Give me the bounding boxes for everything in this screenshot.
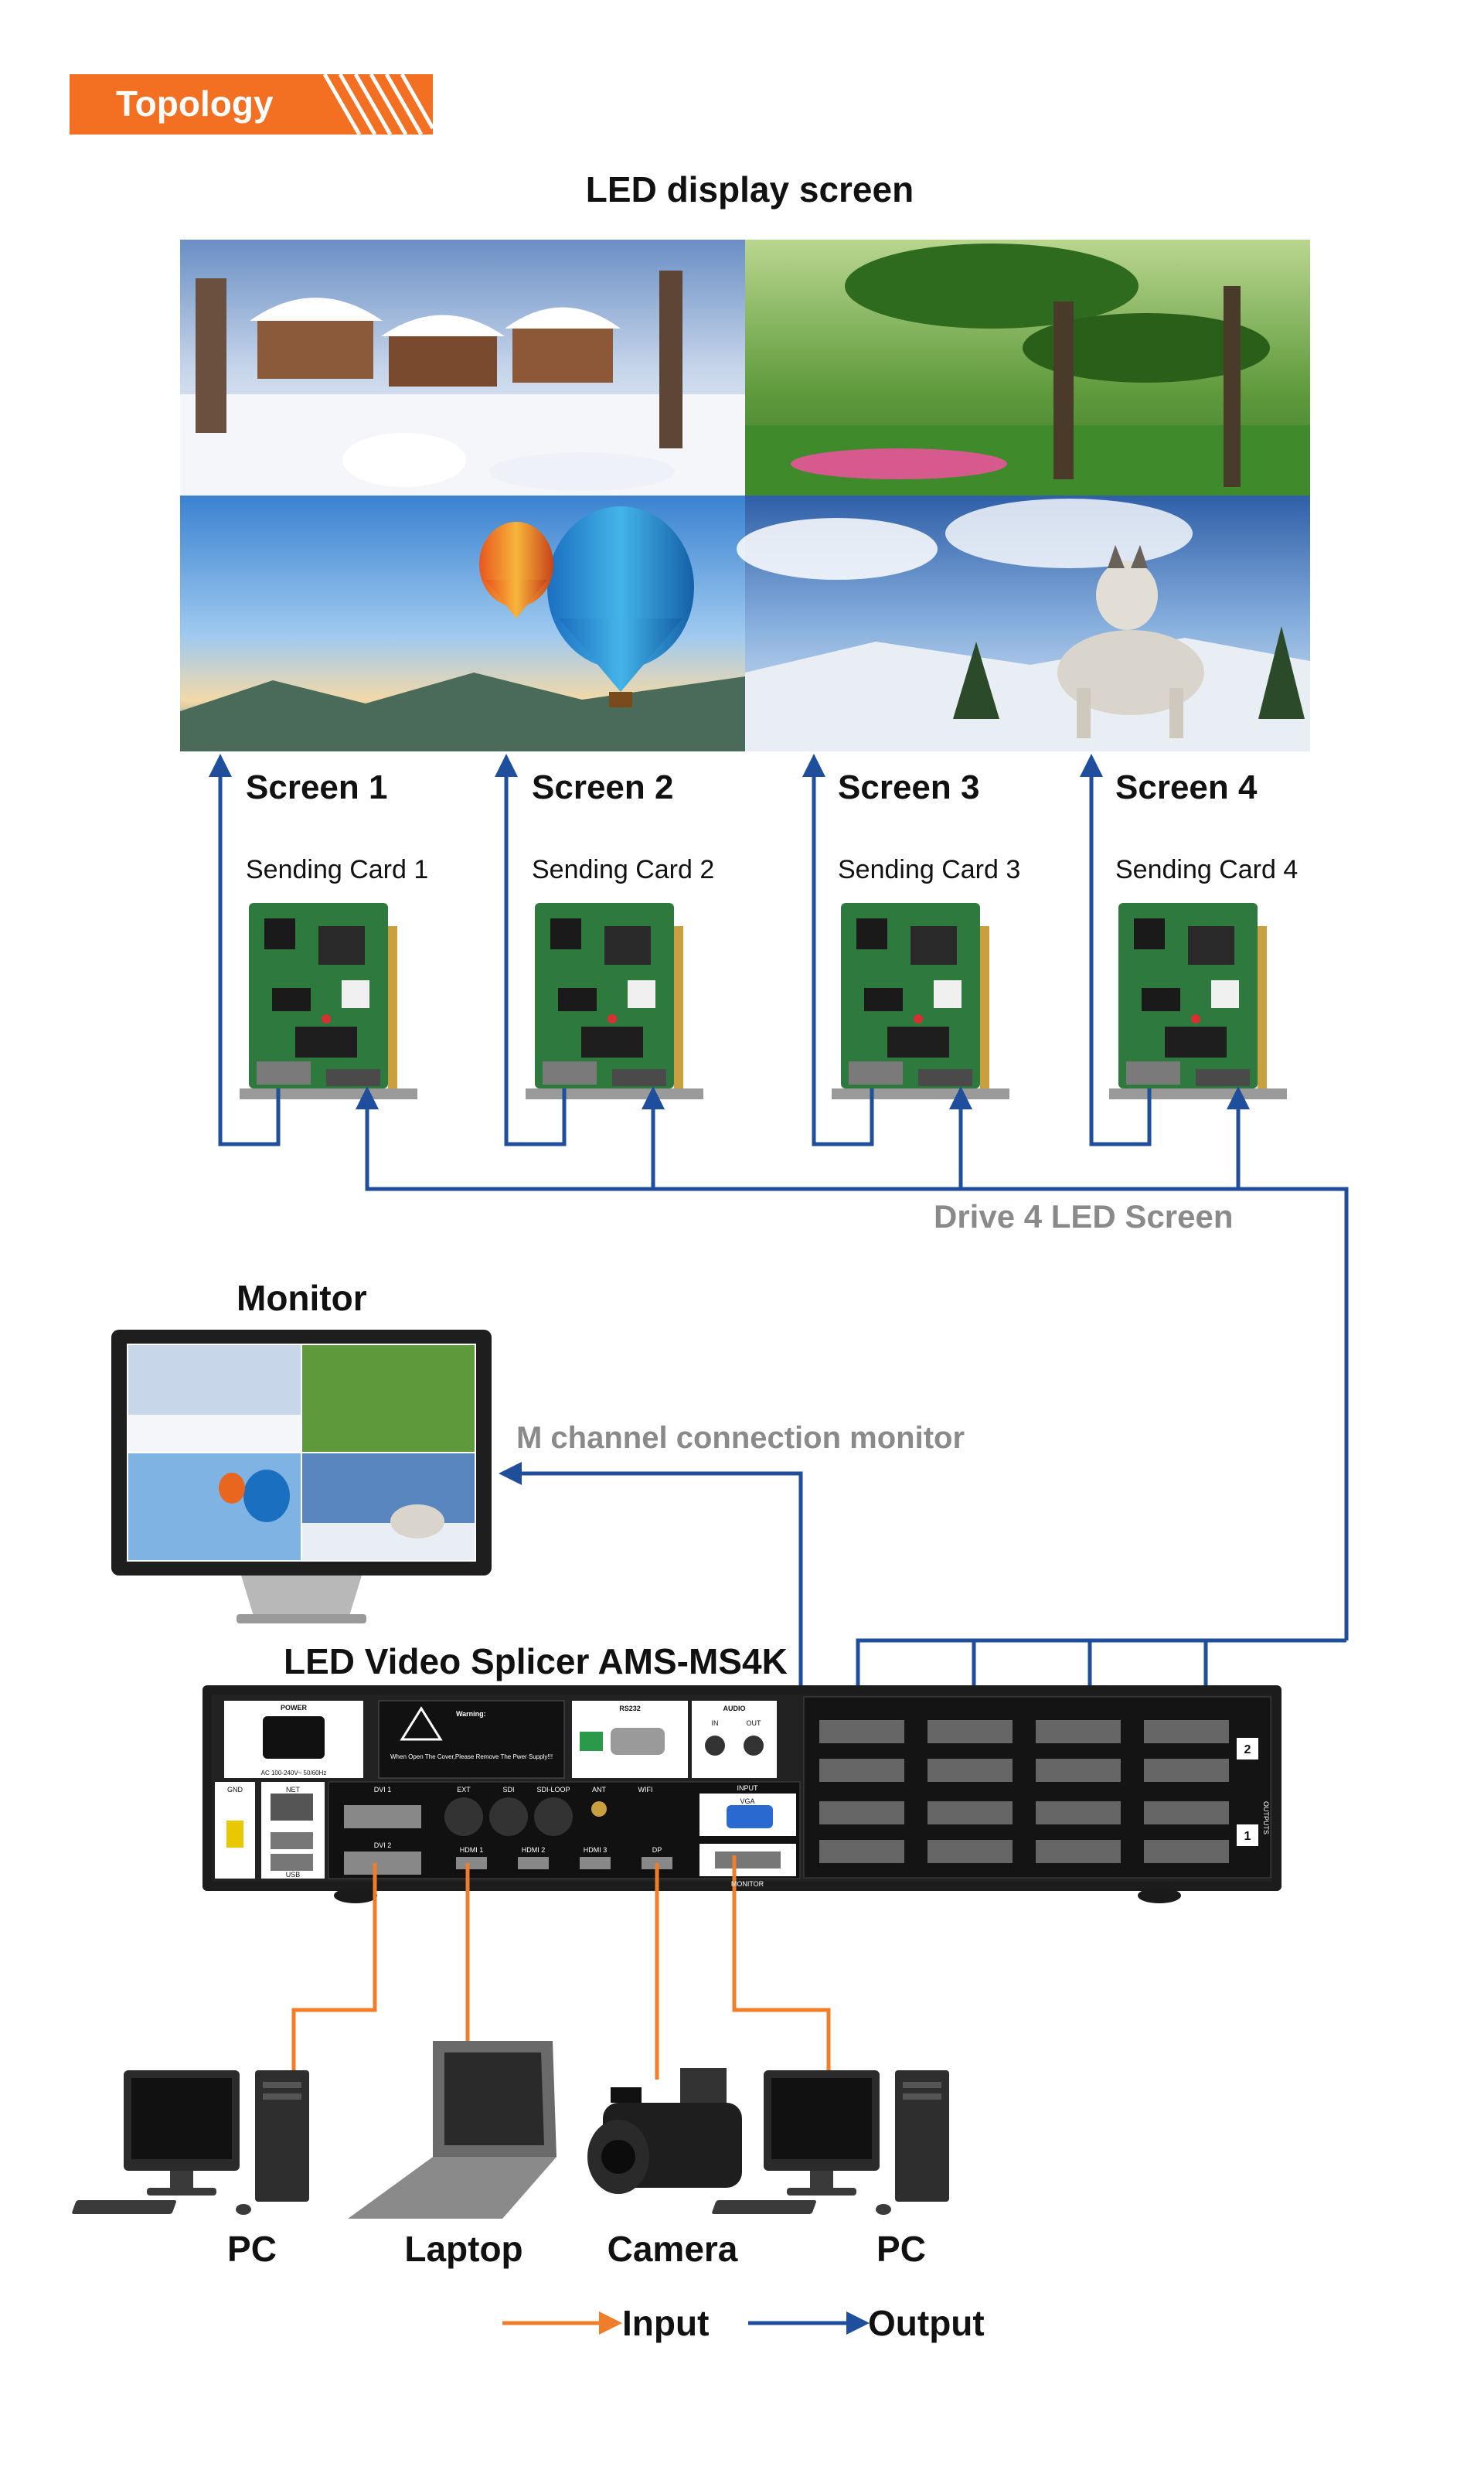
sending-card-1-label: Sending Card 1 bbox=[246, 855, 429, 884]
gnd-label: GND bbox=[227, 1786, 243, 1794]
source-pc-1-label: PC bbox=[227, 2229, 277, 2269]
ac-label: AC 100-240V~ 50/60Hz bbox=[261, 1770, 327, 1777]
port-sdi-loop: SDI-LOOP bbox=[536, 1786, 570, 1794]
audio-label: AUDIO bbox=[723, 1705, 746, 1712]
monitor-graphic bbox=[111, 1330, 492, 1623]
monitor-connection-label: M channel connection monitor bbox=[516, 1421, 965, 1455]
group-number-1: 1 bbox=[1244, 1830, 1251, 1843]
screen-3-label: Screen 3 bbox=[838, 768, 980, 806]
port-hdmi3: HDMI 3 bbox=[584, 1846, 608, 1854]
led-display-title: LED display screen bbox=[585, 169, 914, 210]
splicer-title: LED Video Splicer AMS-MS4K bbox=[284, 1641, 788, 1681]
warning-text: When Open The Cover,Please Remove The Pw… bbox=[390, 1753, 553, 1760]
port-dvi2: DVI 2 bbox=[374, 1841, 392, 1849]
audio-out-label: OUT bbox=[747, 1719, 762, 1727]
drive-label: Drive 4 LED Screen bbox=[934, 1198, 1234, 1235]
camera-graphic bbox=[587, 2068, 742, 2194]
legend-output-label: Output bbox=[868, 2303, 985, 2343]
port-wifi: WIFI bbox=[638, 1786, 653, 1794]
monitor-port-label: MONITOR bbox=[731, 1880, 764, 1888]
laptop-graphic bbox=[348, 2041, 556, 2219]
port-hdmi1: HDMI 1 bbox=[460, 1846, 484, 1854]
panel-husky bbox=[737, 496, 1310, 751]
source-pc-2-label: PC bbox=[876, 2229, 926, 2269]
port-ext: EXT bbox=[457, 1786, 471, 1794]
power-label: POWER bbox=[281, 1704, 308, 1712]
splicer-device bbox=[203, 1685, 1281, 1903]
panel-forest bbox=[745, 240, 1310, 496]
topology-badge bbox=[70, 73, 435, 136]
screen-2-label: Screen 2 bbox=[532, 768, 674, 806]
audio-in-label: IN bbox=[712, 1719, 719, 1727]
topology-label: Topology bbox=[116, 83, 274, 124]
port-dp: DP bbox=[652, 1846, 662, 1854]
screen-4-label: Screen 4 bbox=[1115, 768, 1258, 806]
group-number-2: 2 bbox=[1244, 1743, 1251, 1756]
rs232-label: RS232 bbox=[619, 1705, 641, 1712]
vga-label: VGA bbox=[740, 1797, 754, 1805]
source-laptop-label: Laptop bbox=[404, 2229, 523, 2269]
legend-input-label: Input bbox=[622, 2303, 710, 2343]
badge-stripes bbox=[322, 73, 435, 136]
net-label: NET bbox=[286, 1786, 301, 1794]
port-sdi: SDI bbox=[502, 1786, 514, 1794]
sending-card-2-label: Sending Card 2 bbox=[532, 855, 715, 884]
port-ant: ANT bbox=[592, 1786, 607, 1794]
panel-snow-village bbox=[180, 240, 745, 496]
input-label: INPUT bbox=[737, 1784, 759, 1792]
port-hdmi2: HDMI 2 bbox=[522, 1846, 546, 1854]
source-camera-label: Camera bbox=[607, 2229, 738, 2269]
monitor-title: Monitor bbox=[237, 1278, 367, 1318]
sending-card-3-label: Sending Card 3 bbox=[838, 855, 1021, 884]
port-dvi1: DVI 1 bbox=[374, 1786, 392, 1794]
panel-balloons bbox=[180, 496, 745, 751]
outputs-label: OUTPUTS bbox=[1262, 1801, 1270, 1834]
sending-card-4-label: Sending Card 4 bbox=[1115, 855, 1298, 884]
usb-label: USB bbox=[286, 1871, 301, 1879]
led-display-screen bbox=[180, 240, 1310, 751]
screen-1-label: Screen 1 bbox=[246, 768, 388, 806]
warning-title: Warning: bbox=[456, 1710, 486, 1718]
